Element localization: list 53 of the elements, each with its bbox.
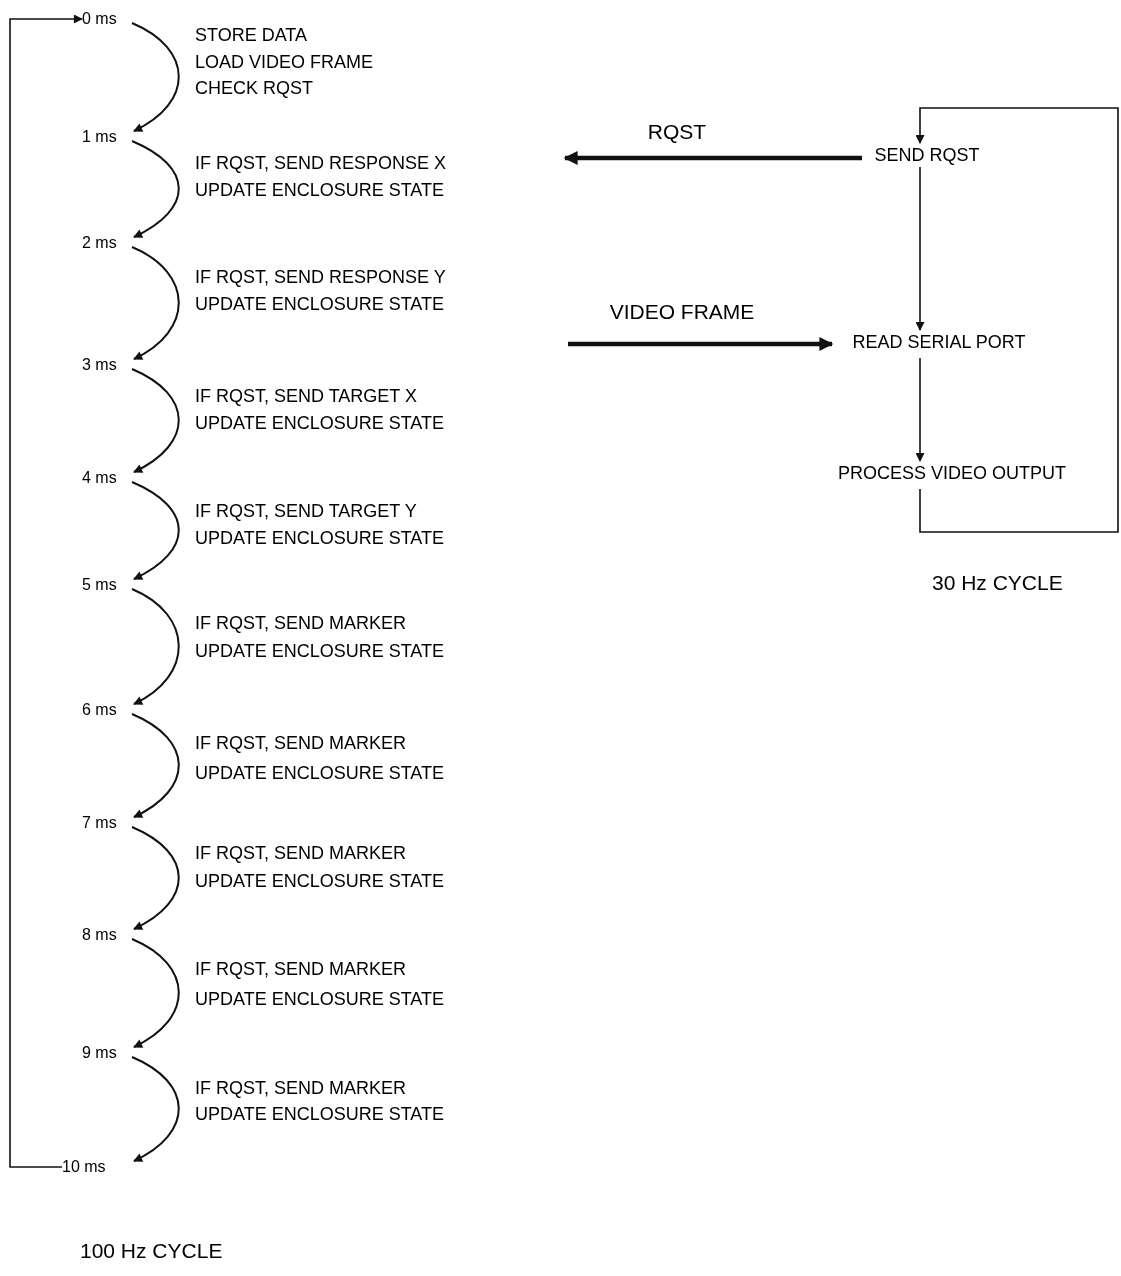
step-text: STORE DATA bbox=[195, 24, 308, 47]
step-text: LOAD VIDEO FRAME bbox=[195, 51, 374, 74]
time-label: 1 ms bbox=[82, 126, 132, 148]
step-text: UPDATE ENCLOSURE STATE bbox=[195, 179, 445, 202]
curved-arrow bbox=[131, 140, 180, 238]
curved-arrow bbox=[131, 713, 180, 818]
process-step: READ SERIAL PORT bbox=[832, 330, 1046, 354]
step-text: UPDATE ENCLOSURE STATE bbox=[195, 412, 445, 435]
step-text: IF RQST, SEND MARKER bbox=[195, 842, 407, 865]
curved-arrow bbox=[131, 588, 180, 705]
step-text: IF RQST, SEND MARKER bbox=[195, 1077, 407, 1100]
curved-arrow bbox=[131, 1056, 180, 1162]
step-text: UPDATE ENCLOSURE STATE bbox=[195, 293, 445, 316]
loop-arrow bbox=[9, 14, 83, 1168]
curved-arrow bbox=[131, 826, 180, 930]
time-label: 9 ms bbox=[82, 1042, 132, 1064]
time-label: 0 ms bbox=[82, 8, 132, 30]
cycle-label: 100 Hz CYCLE bbox=[80, 1238, 223, 1264]
loop-arrow bbox=[915, 107, 1119, 533]
step-text: UPDATE ENCLOSURE STATE bbox=[195, 527, 445, 550]
step-text: IF RQST, SEND TARGET X bbox=[195, 385, 418, 408]
step-text: IF RQST, SEND MARKER bbox=[195, 612, 407, 635]
process-step: SEND RQST bbox=[862, 143, 992, 167]
time-label: 5 ms bbox=[82, 574, 132, 596]
step-text: UPDATE ENCLOSURE STATE bbox=[195, 988, 445, 1011]
cycle-label: 30 Hz CYCLE bbox=[932, 570, 1063, 596]
time-label: 10 ms bbox=[62, 1156, 132, 1178]
step-text: UPDATE ENCLOSURE STATE bbox=[195, 1103, 445, 1126]
step-text: UPDATE ENCLOSURE STATE bbox=[195, 640, 445, 663]
arrow bbox=[563, 151, 862, 165]
step-text: IF RQST, SEND MARKER bbox=[195, 732, 407, 755]
curved-arrow bbox=[131, 368, 180, 473]
time-label: 3 ms bbox=[82, 354, 132, 376]
time-label: 2 ms bbox=[82, 232, 132, 254]
arrow bbox=[915, 166, 925, 331]
step-text: IF RQST, SEND RESPONSE X bbox=[195, 152, 447, 175]
step-text: UPDATE ENCLOSURE STATE bbox=[195, 762, 445, 785]
process-step: PROCESS VIDEO OUTPUT bbox=[812, 461, 1092, 485]
step-text: CHECK RQST bbox=[195, 77, 313, 100]
step-text: IF RQST, SEND TARGET Y bbox=[195, 500, 417, 523]
curved-arrow bbox=[131, 246, 180, 360]
curved-arrow bbox=[131, 938, 180, 1048]
time-label: 7 ms bbox=[82, 812, 132, 834]
step-text: UPDATE ENCLOSURE STATE bbox=[195, 870, 445, 893]
time-label: 8 ms bbox=[82, 924, 132, 946]
curved-arrow bbox=[131, 481, 180, 580]
step-text: IF RQST, SEND MARKER bbox=[195, 958, 407, 981]
curved-arrow bbox=[131, 22, 180, 132]
arrow bbox=[568, 337, 834, 351]
step-text: IF RQST, SEND RESPONSE Y bbox=[195, 266, 446, 289]
arrow bbox=[915, 357, 925, 462]
time-label: 6 ms bbox=[82, 699, 132, 721]
time-label: 4 ms bbox=[82, 467, 132, 489]
